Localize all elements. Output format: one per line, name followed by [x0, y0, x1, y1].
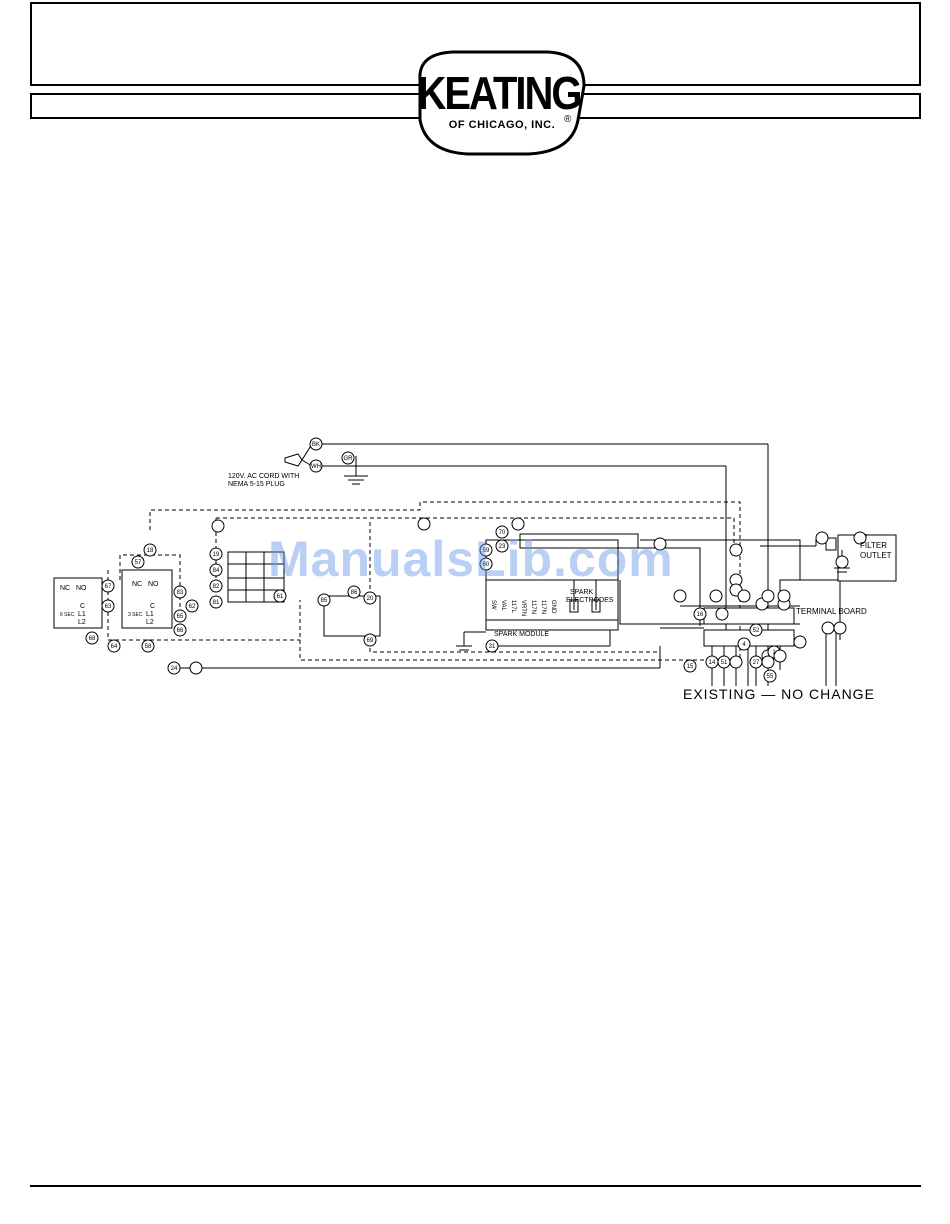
wire-82: 82	[213, 584, 220, 590]
timer-b-no: NO	[148, 581, 159, 588]
wire-20: 20	[367, 596, 374, 602]
logo-wordmark: KEATING	[417, 68, 582, 120]
module-terminal-val: VAL	[500, 600, 506, 612]
wire-51: 51	[721, 660, 728, 666]
terminal-board-label: TERMINAL BOARD	[796, 607, 867, 616]
wire-14: 14	[709, 660, 716, 666]
wire-57: 57	[135, 560, 142, 566]
wire-62: 62	[189, 604, 196, 610]
module-terminal-117l: 117L	[510, 600, 516, 614]
timer-a-nc: NC	[60, 585, 70, 592]
logo-subtitle: OF CHICAGO, INC.	[448, 119, 556, 131]
wire-52: 52	[753, 628, 760, 634]
timer-a-l2: L2	[78, 619, 86, 626]
wire-55: 55	[767, 674, 774, 680]
spark-electrodes-label-2: ELECTRODES	[566, 597, 614, 604]
wire-69: 69	[367, 638, 374, 644]
registered-mark: ®	[564, 114, 572, 125]
wire-70: 70	[499, 530, 506, 536]
wire-59: 59	[483, 548, 490, 554]
wire-wh: WH	[311, 464, 321, 470]
module-terminal-117n-a: 117N	[530, 600, 536, 614]
timer-b-l1: L1	[146, 611, 154, 618]
wire-4: 4	[742, 642, 746, 648]
timer-b-c: C	[150, 603, 155, 610]
wire-60: 60	[483, 562, 490, 568]
wire-86: 86	[351, 590, 358, 596]
wire-24: 24	[171, 666, 178, 672]
timer-a-label: 6 SEC	[60, 612, 75, 618]
wire-1: 1	[772, 650, 776, 656]
wire-19: 19	[213, 552, 220, 558]
wire-68: 68	[89, 636, 96, 642]
module-terminal-117n-b: 117N	[540, 600, 546, 614]
wire-27: 27	[753, 660, 760, 666]
spark-module-label: SPARK MODULE	[494, 631, 549, 638]
wire-23: 23	[499, 544, 506, 550]
timer-b-nc: NC	[132, 581, 142, 588]
wire-58: 58	[145, 644, 152, 650]
wiring-diagram: 120V. AC CORD WITH NEMA 5-15 PLUG FILTER…	[53, 437, 897, 702]
existing-no-change-label: EXISTING — NO CHANGE	[683, 686, 875, 702]
wire-61: 61	[277, 594, 284, 600]
wire-bk: BK	[312, 442, 320, 448]
footer-rule	[30, 1185, 921, 1187]
wire-63: 63	[105, 604, 112, 610]
module-terminal-sw: SW	[490, 600, 496, 610]
timer-a-no: NO	[76, 585, 87, 592]
timer-b-label: 3 SEC	[128, 612, 143, 618]
wire-66: 66	[177, 628, 184, 634]
timer-b-l2: L2	[146, 619, 154, 626]
timer-a-c: C	[80, 603, 85, 610]
wire-gr: GR	[344, 456, 354, 462]
cord-label-2: NEMA 5-15 PLUG	[228, 481, 285, 488]
wire-64: 64	[111, 644, 118, 650]
cord-label-1: 120V. AC CORD WITH	[228, 473, 299, 480]
filter-outlet-label-1: FILTER	[860, 541, 887, 550]
wire-83: 83	[177, 590, 184, 596]
wire-65: 65	[177, 614, 184, 620]
module-terminal-gnd: GND	[550, 600, 556, 614]
wire-81: 81	[213, 600, 220, 606]
keating-logo: KEATING OF CHICAGO, INC. ®	[408, 50, 590, 156]
wire-15: 15	[687, 664, 694, 670]
wire-67: 67	[105, 584, 112, 590]
wire-16: 16	[697, 612, 704, 618]
filter-outlet-label-2: OUTLET	[860, 551, 892, 560]
timer-a-l1: L1	[78, 611, 86, 618]
wire-84: 84	[213, 568, 220, 574]
wire-31: 31	[489, 644, 496, 650]
wire-85: 85	[321, 598, 328, 604]
wire-18: 18	[147, 548, 154, 554]
spark-electrodes-label-1: SPARK	[570, 589, 594, 596]
module-terminal-vrtn: VRTN	[520, 600, 526, 616]
